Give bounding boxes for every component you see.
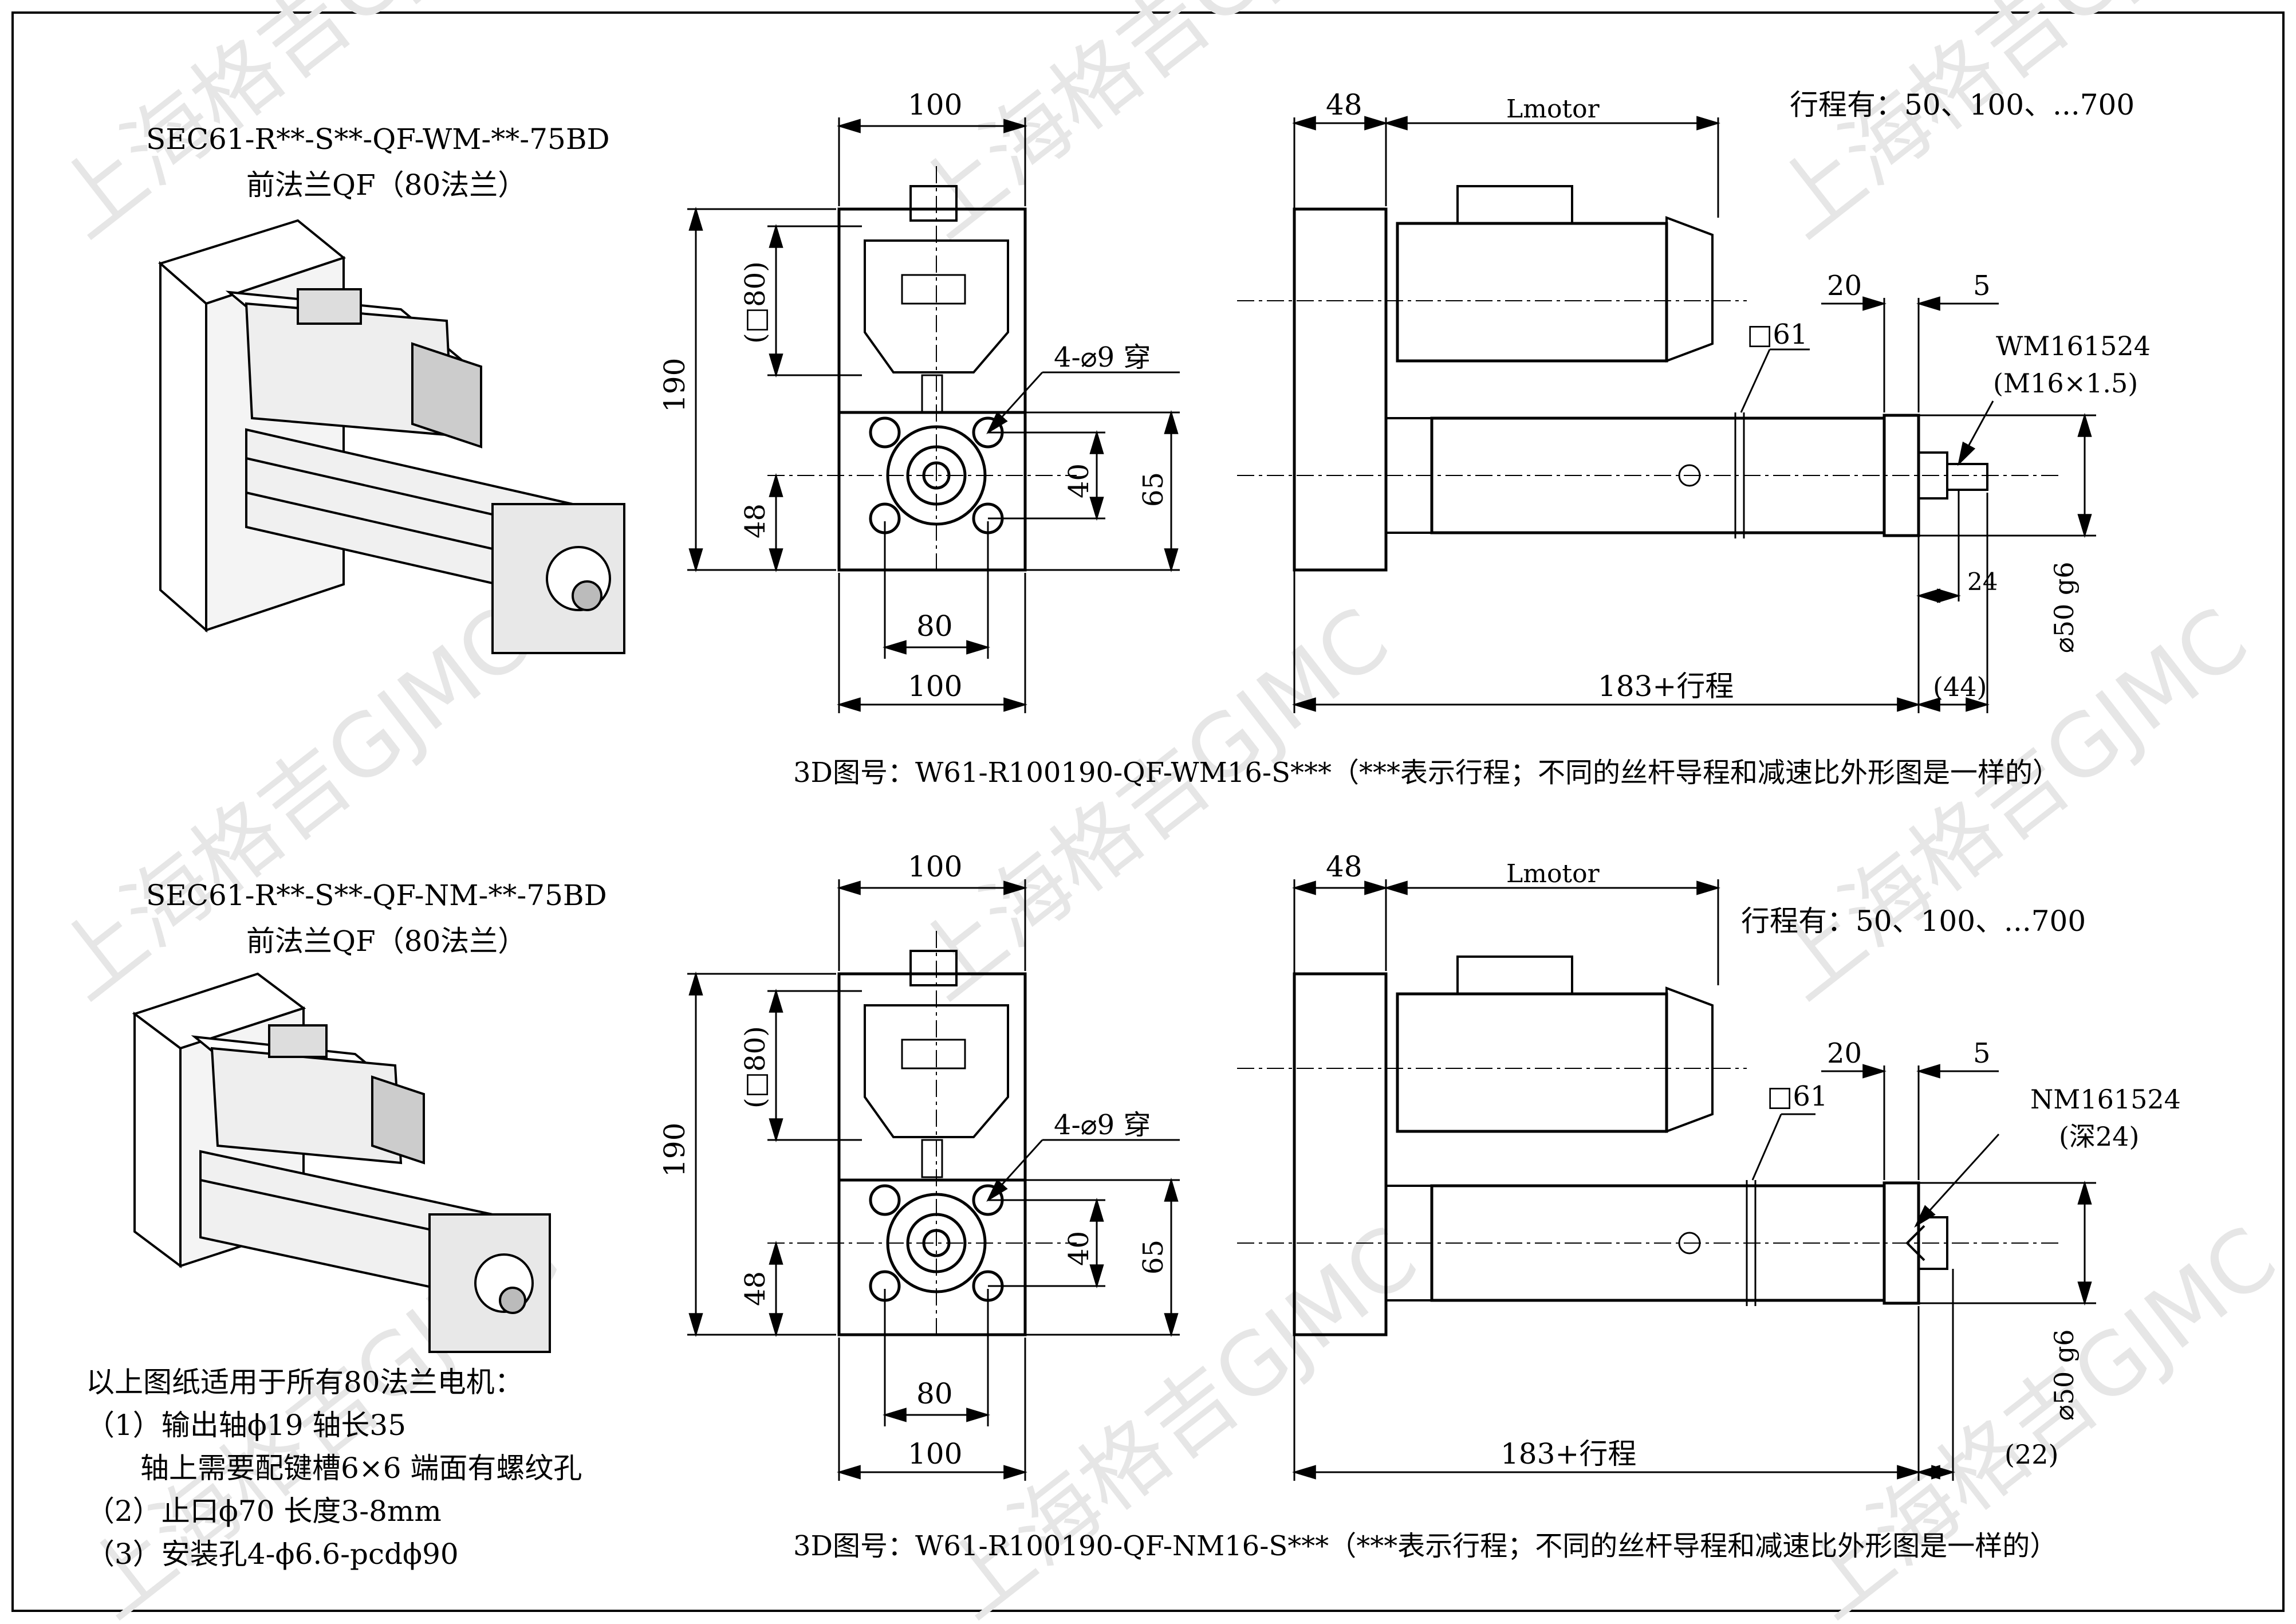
top-3d-model: 3D图号：W61-R100190-QF-WM16-S***（***表示行程；不同… (793, 757, 2060, 789)
bottom-dim-height: 190 (658, 1123, 691, 1177)
notes-title: 以上图纸适用于所有80法兰电机： (86, 1366, 523, 1399)
bottom-end-code: NM161524 (2030, 1084, 2181, 1115)
top-dim-lmotor: Lmotor (1506, 95, 1600, 124)
watermark-text: 上海格吉GJMC (1755, 589, 2266, 1019)
notes-line-4: （3）安装孔4-ϕ6.6-pcdϕ90 (86, 1538, 459, 1571)
top-dim-width-top: 100 (908, 88, 962, 121)
sheet-border (11, 11, 2285, 1612)
top-dim-profile: □61 (1747, 318, 1807, 351)
top-dim-holes: 4-⌀9 穿 (1054, 341, 1151, 373)
bottom-front-dims (687, 879, 1180, 1481)
bottom-dim-bolt-spacing: 40 (1063, 1231, 1095, 1266)
top-dim-dia: ⌀50 g6 (2049, 561, 2080, 653)
top-dim-height: 190 (658, 358, 691, 412)
top-iso-view (157, 219, 625, 654)
top-dim-width-bottom: 100 (908, 670, 962, 703)
top-dim-flange-thk: 48 (1326, 88, 1362, 121)
bottom-dim-flange-thk: 48 (1326, 850, 1362, 883)
top-dim-tail: (44) (1933, 671, 1987, 702)
bottom-dim-20: 20 (1827, 1037, 1862, 1069)
watermark-text: 上海格吉GJMC (1755, 0, 2266, 257)
bottom-dim-dia: ⌀50 g6 (2049, 1329, 2080, 1421)
top-dim-24: 24 (1967, 568, 1998, 596)
bottom-dim-length: 183+行程 (1501, 1437, 1636, 1470)
bottom-section: SEC61-R**-S**-QF-NM-**-75BD 前法兰QF（80法兰） (132, 850, 2181, 1562)
bottom-3d-model: 3D图号：W61-R100190-QF-NM16-S***（***表示行程；不同… (793, 1530, 2057, 1562)
top-dim-bolt-spacing: 40 (1063, 463, 1095, 498)
top-flange-label: 前法兰QF（80法兰） (246, 168, 526, 202)
watermark-text: 上海格吉GJMC (896, 589, 1407, 1019)
top-front-dims (687, 117, 1180, 713)
top-dim-bolt-pitch: 80 (916, 610, 953, 643)
bottom-dim-width-bottom: 100 (908, 1437, 962, 1470)
notes-line-3: （2）止口ϕ70 长度3-8mm (86, 1495, 442, 1528)
top-dim-base: 48 (739, 504, 771, 538)
top-dim-offset: 65 (1137, 472, 1169, 507)
watermark-text: 上海格吉GJMC (896, 0, 1407, 257)
notes-block: 以上图纸适用于所有80法兰电机： （1）输出轴ϕ19 轴长35 轴上需要配键槽6… (86, 1366, 582, 1571)
top-dim-5: 5 (1973, 270, 1991, 302)
top-dim-length: 183+行程 (1598, 670, 1734, 703)
top-stroke-list: 行程有：50、100、...700 (1790, 88, 2134, 121)
bottom-dim-offset: 65 (1137, 1240, 1169, 1275)
top-side-view (1237, 185, 2062, 572)
bottom-iso-view (132, 972, 551, 1353)
top-dim-square: (□80) (739, 261, 771, 344)
bottom-dim-base: 48 (739, 1271, 771, 1306)
bottom-flange-label: 前法兰QF（80法兰） (246, 925, 526, 958)
bottom-dim-profile: □61 (1767, 1080, 1828, 1112)
top-side-dims (1291, 116, 2096, 713)
bottom-dim-holes: 4-⌀9 穿 (1054, 1109, 1151, 1141)
bottom-dim-width-top: 100 (908, 850, 962, 883)
bottom-dim-tail: (22) (2004, 1439, 2058, 1470)
bottom-model-label: SEC61-R**-S**-QF-NM-**-75BD (146, 879, 607, 912)
bottom-front-view (767, 931, 1077, 1338)
top-end-spec: (M16×1.5) (1993, 368, 2138, 399)
notes-line-2: 轴上需要配键槽6×6 端面有螺纹孔 (140, 1452, 582, 1485)
bottom-stroke-list: 行程有：50、100、...700 (1741, 905, 2086, 938)
bottom-end-spec: (深24) (2059, 1121, 2139, 1152)
top-section: SEC61-R**-S**-QF-WM-**-75BD 前法兰QF（80法兰） (146, 88, 2151, 789)
notes-line-1: （1）输出轴ϕ19 轴长35 (86, 1409, 406, 1442)
top-model-label: SEC61-R**-S**-QF-WM-**-75BD (146, 123, 610, 156)
bottom-dim-lmotor: Lmotor (1506, 859, 1600, 888)
bottom-dim-square: (□80) (739, 1026, 771, 1108)
top-end-code: WM161524 (1996, 331, 2151, 361)
bottom-dim-5: 5 (1973, 1037, 1991, 1069)
bottom-dim-bolt-pitch: 80 (916, 1377, 953, 1410)
bottom-side-dims (1291, 879, 2096, 1481)
top-dim-20: 20 (1827, 270, 1862, 302)
